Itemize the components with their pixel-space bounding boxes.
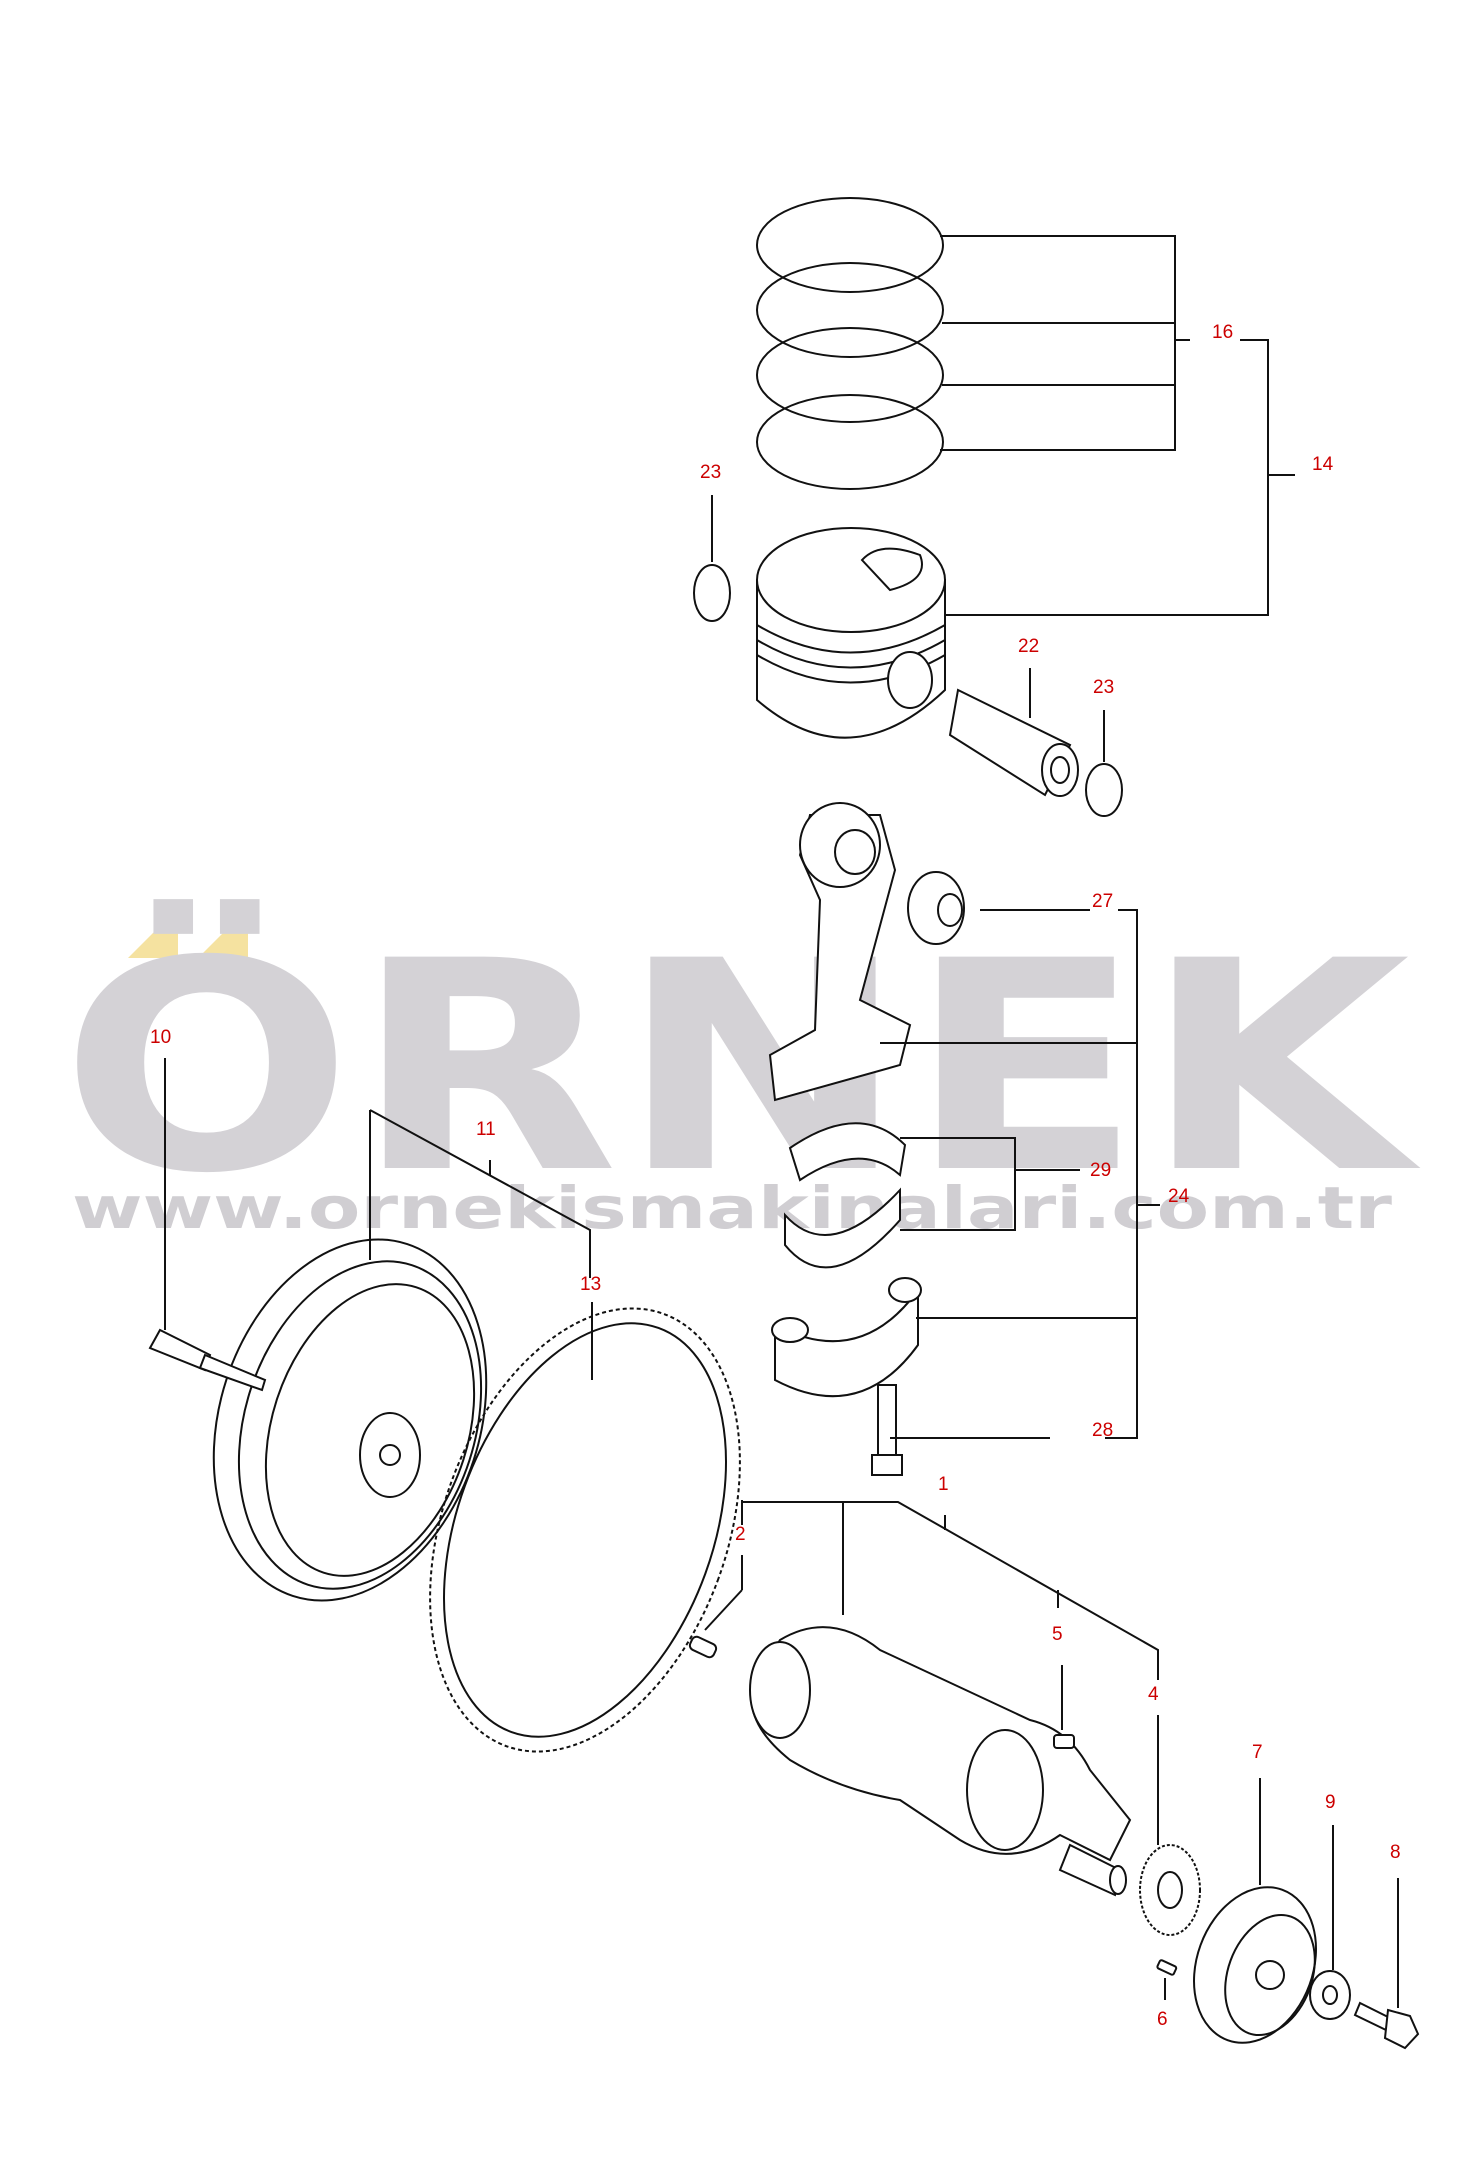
crankshaft-pin bbox=[688, 1635, 718, 1659]
woodruff-key bbox=[1156, 1959, 1178, 1976]
piston-rings bbox=[756, 197, 944, 490]
watermark-brand: ÖRNEK bbox=[60, 896, 1423, 1237]
piston-ring-1 bbox=[756, 197, 944, 293]
piston-pin-clip-left bbox=[693, 564, 731, 622]
piston bbox=[756, 527, 946, 739]
crankshaft-key bbox=[1053, 1734, 1075, 1749]
callout-23-right: 23 bbox=[1093, 677, 1114, 698]
piston-ring-2 bbox=[756, 262, 944, 358]
ring-gear bbox=[429, 1307, 741, 1753]
watermark-url: www.ornekismakinalari.com.tr bbox=[72, 1174, 1393, 1242]
pulley-bolt bbox=[1353, 2001, 1420, 2050]
watermark-umlaut-right bbox=[198, 928, 248, 958]
callout-22: 22 bbox=[1018, 636, 1039, 657]
callout-14: 14 bbox=[1312, 454, 1334, 475]
piston-pin bbox=[948, 688, 1079, 797]
flywheel bbox=[212, 1238, 488, 1602]
callout-5: 5 bbox=[1052, 1624, 1063, 1645]
callout-7: 7 bbox=[1252, 1742, 1263, 1763]
callout-10: 10 bbox=[150, 1027, 171, 1048]
watermark: ÖRNEK www.ornekismakinalari.com.tr bbox=[60, 896, 1423, 1242]
callout-16: 16 bbox=[1212, 322, 1233, 343]
callout-2: 2 bbox=[735, 1524, 746, 1545]
callout-27: 27 bbox=[1092, 891, 1113, 912]
callout-13: 13 bbox=[580, 1274, 601, 1295]
callout-1: 1 bbox=[938, 1474, 949, 1495]
piston-pin-clip-right bbox=[1085, 763, 1123, 817]
callout-6: 6 bbox=[1157, 2009, 1168, 2030]
callout-24: 24 bbox=[1168, 1186, 1190, 1207]
leader-lines bbox=[164, 235, 1399, 2008]
piston-ring-3 bbox=[756, 327, 944, 423]
flywheel-bolt bbox=[148, 1328, 267, 1392]
callout-11: 11 bbox=[476, 1119, 496, 1140]
rod-cap bbox=[771, 1277, 922, 1398]
callout-9: 9 bbox=[1325, 1792, 1336, 1813]
callout-23-top: 23 bbox=[700, 462, 721, 483]
piston-ring-4 bbox=[756, 394, 944, 490]
callout-4: 4 bbox=[1148, 1684, 1159, 1705]
rod-bolt bbox=[871, 1384, 903, 1476]
crankshaft bbox=[749, 1626, 1132, 1897]
crank-pulley bbox=[1193, 1886, 1317, 2044]
callout-28: 28 bbox=[1092, 1420, 1113, 1441]
callouts: 1 2 4 5 6 7 8 9 10 11 13 14 16 22 23 23 … bbox=[150, 322, 1401, 2030]
watermark-umlaut-left bbox=[128, 928, 178, 958]
bearing-shells bbox=[784, 1122, 907, 1269]
washer bbox=[1309, 1970, 1351, 2020]
timing-gear bbox=[1139, 1844, 1201, 1936]
connecting-rod bbox=[768, 802, 965, 1102]
callout-29: 29 bbox=[1090, 1160, 1111, 1181]
callout-8: 8 bbox=[1390, 1842, 1401, 1863]
